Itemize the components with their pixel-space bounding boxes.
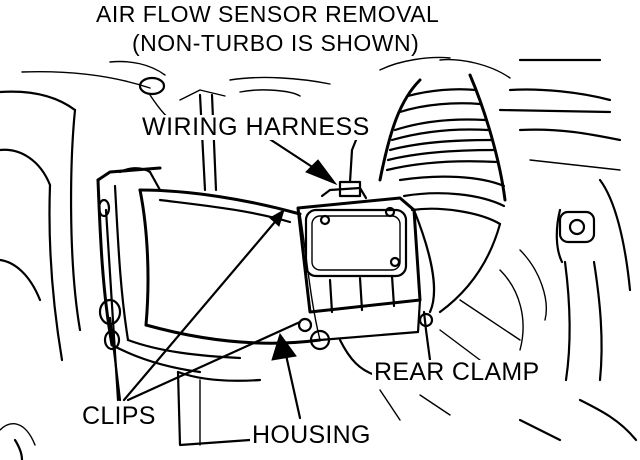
right-engine-parts bbox=[439, 58, 632, 382]
lower-engine-parts bbox=[338, 338, 638, 442]
air-flow-sensor bbox=[296, 138, 422, 342]
clips-leaders bbox=[104, 208, 302, 402]
diagram-title: AIR FLOW SENSOR REMOVAL bbox=[96, 1, 440, 27]
upper-engine-parts bbox=[21, 60, 331, 192]
housing-arrow bbox=[271, 332, 302, 420]
left-fender-wall bbox=[0, 90, 82, 460]
label-rear-clamp: REAR CLAMP bbox=[372, 358, 542, 386]
label-clips: CLIPS bbox=[80, 402, 158, 430]
label-wiring-harness: WIRING HARNESS bbox=[140, 113, 372, 141]
rear-clamp bbox=[418, 310, 434, 332]
air-cleaner-box bbox=[96, 166, 242, 374]
wiring-harness-arrow bbox=[266, 136, 338, 186]
rear-clamp-leader bbox=[424, 328, 432, 362]
intake-hose bbox=[378, 56, 511, 314]
diagram-subtitle: (NON-TURBO IS SHOWN) bbox=[132, 30, 420, 56]
label-housing: HOUSING bbox=[250, 421, 373, 449]
housing-duct bbox=[138, 188, 331, 447]
